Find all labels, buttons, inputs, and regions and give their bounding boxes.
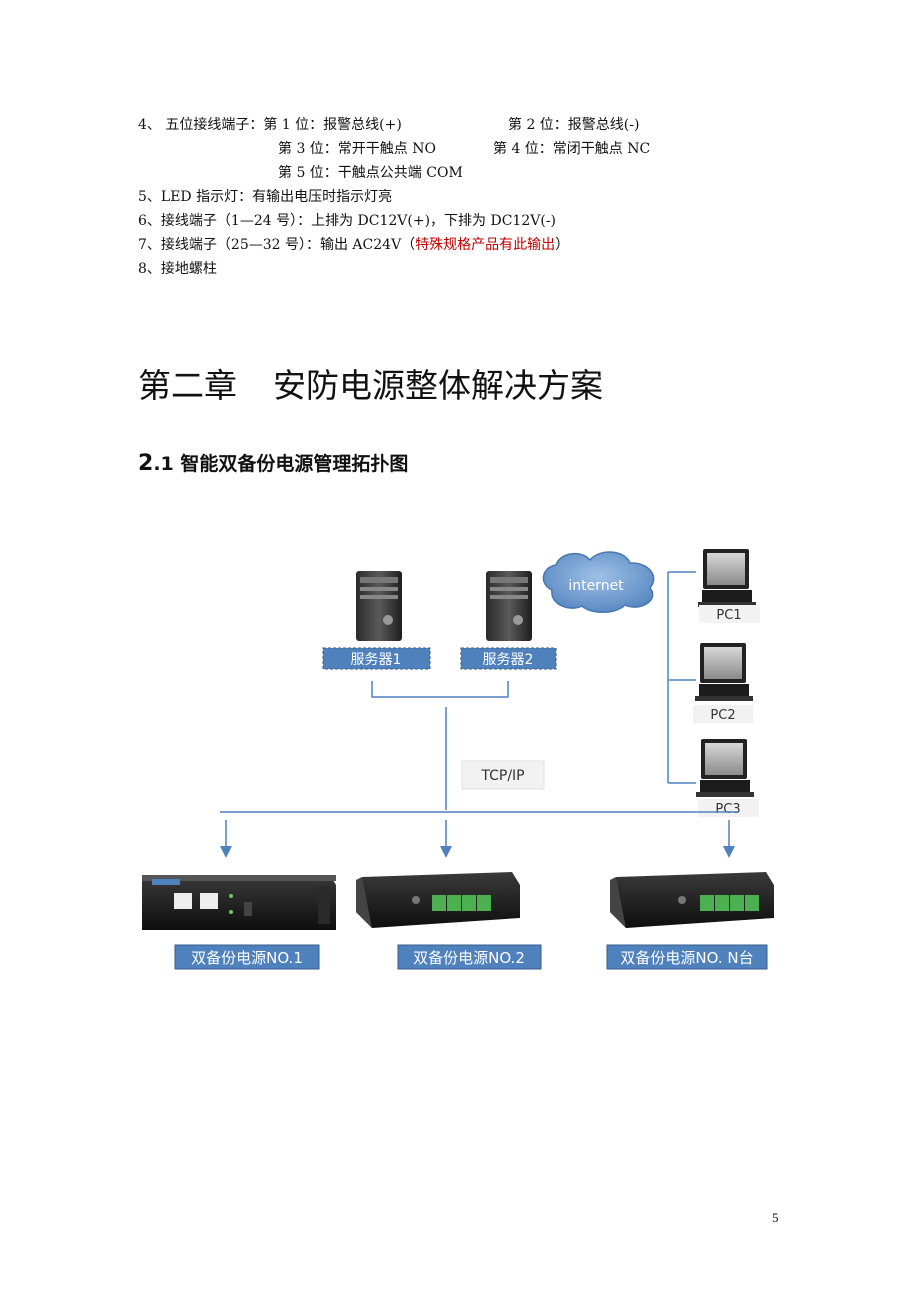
power-supply-2-label-text: 双备份电源NO.2 — [413, 949, 525, 967]
server-1-icon — [356, 571, 402, 641]
server-1-label-text: 服务器1 — [351, 652, 402, 668]
pc-3-icon — [696, 739, 754, 797]
chapter-heading: 第二章安防电源整体解决方案 — [138, 366, 603, 406]
chapter-title: 安防电源整体解决方案 — [273, 366, 603, 405]
pc-3-label: PC3 — [698, 799, 759, 817]
tcpip-label: TCP/IP — [461, 760, 545, 790]
server-2-label-text: 服务器2 — [483, 652, 534, 668]
power-supply-1-label: 双备份电源NO.1 — [174, 944, 320, 970]
server-2-icon — [486, 571, 532, 641]
section-heading: 2.1 智能双备份电源管理拓扑图 — [138, 452, 408, 476]
list-item-7: 7、接线端子（25—32 号）：输出 AC24V（特殊规格产品有此输出） — [138, 236, 569, 254]
bus-line — [220, 811, 738, 858]
power-supply-n-label-text: 双备份电源NO. N台 — [620, 949, 753, 967]
list-item-8: 8、接地螺柱 — [138, 261, 217, 277]
internet-cloud-icon: internet — [542, 551, 655, 613]
list-item-5: 5、LED 指示灯：有输出电压时指示灯亮 — [138, 189, 393, 205]
pc-2-label: PC2 — [693, 705, 753, 723]
section-title: 智能双备份电源管理拓扑图 — [180, 453, 409, 475]
power-supply-1-label-text: 双备份电源NO.1 — [191, 949, 303, 967]
chapter-number: 第二章 — [138, 366, 237, 405]
list-item-7-close: ） — [555, 237, 570, 253]
server-2-label: 服务器2 — [460, 647, 557, 670]
list-item-7-highlight: 特殊规格产品有此输出 — [415, 237, 556, 253]
server-connector — [371, 681, 509, 810]
pc-1-label: PC1 — [699, 605, 760, 623]
list-item-4: 4、 五位接线端子：第 1 位：报警总线(+) — [138, 116, 402, 134]
page-number: 5 — [772, 1210, 779, 1225]
list-item-4-row2-col2: 第 4 位：常闭干触点 NC — [493, 141, 651, 157]
pc-2-label-text: PC2 — [710, 708, 735, 723]
list-item-4-text: 4、 五位接线端子：第 1 位：报警总线(+) — [138, 117, 402, 133]
pc-connector — [667, 571, 696, 784]
list-item-4-row3: 第 5 位：干触点公共端 COM — [278, 165, 463, 181]
server-1-label: 服务器1 — [322, 647, 431, 670]
power-supply-1-icon — [142, 875, 336, 930]
pc-1-icon — [698, 549, 756, 607]
pc-1-label-text: PC1 — [716, 608, 741, 623]
pc-3-label-text: PC3 — [715, 802, 740, 817]
power-supply-n-icon — [610, 872, 774, 928]
section-number-major: 2 — [138, 451, 154, 476]
list-item-4-col2: 第 2 位：报警总线(-) — [508, 117, 640, 133]
section-number-minor: .1 — [153, 453, 174, 475]
pc-2-icon — [695, 643, 753, 701]
internet-label: internet — [568, 578, 624, 594]
power-supply-2-label: 双备份电源NO.2 — [397, 944, 542, 970]
list-item-6: 6、接线端子（1—24 号）：上排为 DC12V(+)，下排为 DC12V(-) — [138, 213, 557, 229]
power-supply-2-icon — [356, 872, 520, 928]
list-item-7-main: 7、接线端子（25—32 号）：输出 AC24V（ — [138, 237, 416, 253]
tcpip-label-text: TCP/IP — [480, 768, 524, 784]
list-item-4-row2-col1: 第 3 位：常开干触点 NO — [278, 141, 436, 157]
power-supply-n-label: 双备份电源NO. N台 — [606, 944, 768, 970]
